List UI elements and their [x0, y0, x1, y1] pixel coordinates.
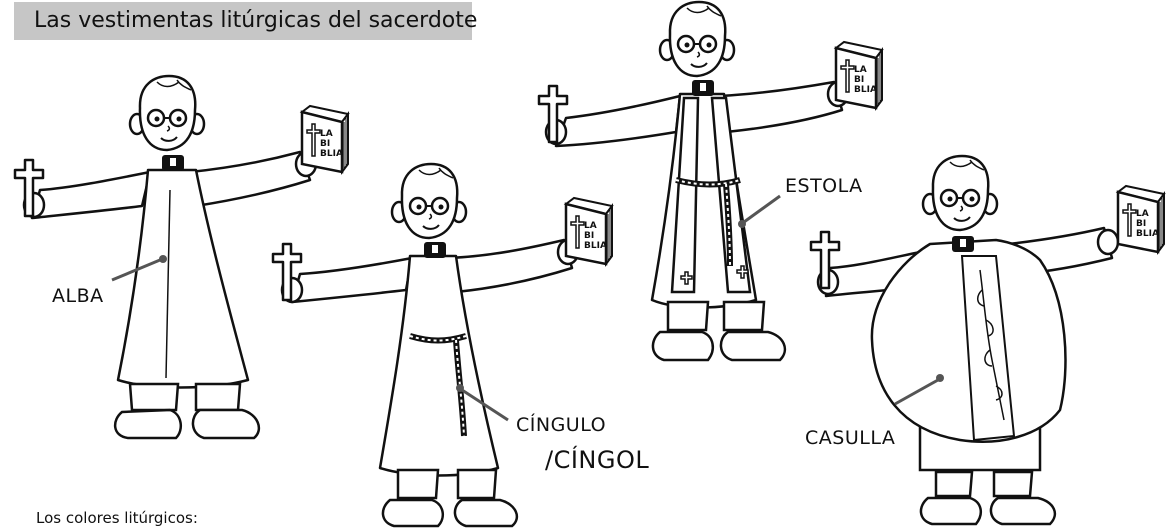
bible-text-3-l3: BLIA [854, 85, 877, 95]
estola-pointer [744, 196, 780, 222]
priest-estola-figure [537, 0, 884, 360]
page-title: Las vestimentas litúrgicas del sacerdote [34, 8, 478, 33]
label-cingulo: CÍNGULO [516, 414, 607, 436]
priest-casulla-figure [809, 154, 1166, 524]
cingulo-pointer [462, 390, 508, 420]
bible-text-2-l3: BLIA [584, 241, 607, 251]
casulla-pointer [895, 380, 938, 404]
bible-text-2-l1: LA [584, 221, 597, 231]
label-estola: ESTOLA [785, 175, 863, 197]
bible-text-1-l1: LA [320, 129, 333, 139]
priest-cingulo-figure [271, 162, 614, 526]
bible-text-3-l1: LA [854, 65, 867, 75]
label-cingol: /CÍNGOL [545, 446, 650, 474]
bible-text-3-l2: BI [854, 75, 864, 85]
bible-text-4-l2: BI [1136, 219, 1146, 229]
alba-pointer [112, 260, 160, 280]
bible-text-4-l3: BLIA [1136, 229, 1159, 239]
footer-caption: Los colores litúrgicos: [36, 509, 198, 527]
bible-text-1-l3: BLIA [320, 149, 343, 159]
title-banner: Las vestimentas litúrgicas del sacerdote [14, 2, 477, 40]
label-alba: ALBA [52, 285, 104, 307]
bible-text-4-l1: LA [1136, 209, 1149, 219]
label-casulla: CASULLA [805, 427, 896, 449]
bible-text-2-l2: BI [584, 231, 594, 241]
bible-text-1-l2: BI [320, 139, 330, 149]
